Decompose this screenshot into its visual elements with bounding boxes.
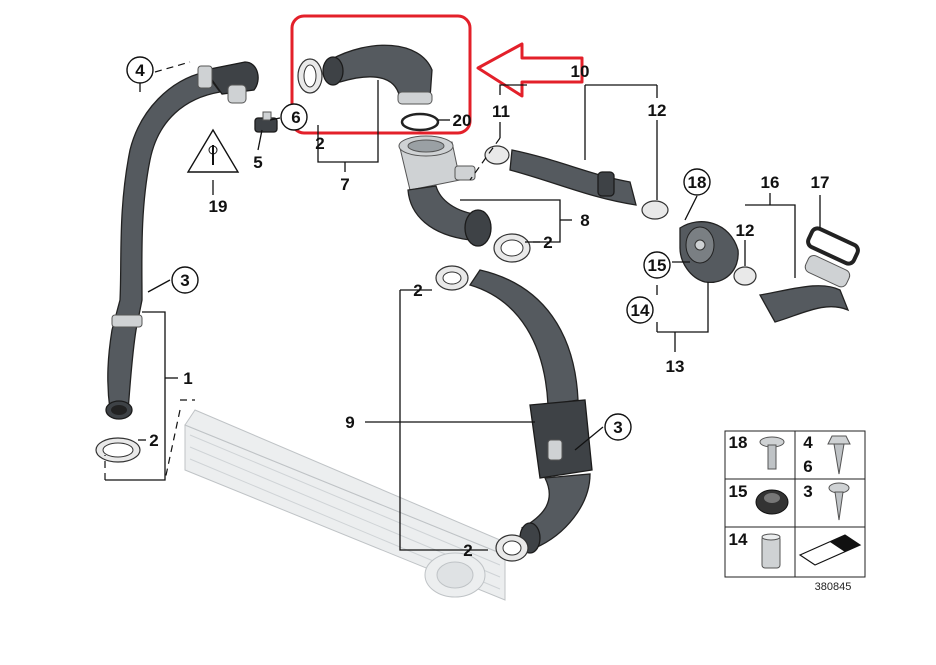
sleeve-icon [761, 533, 781, 569]
callout-10: 10 [571, 62, 590, 81]
leader-lines [104, 61, 821, 551]
callout-12-upper: 12 [648, 101, 667, 120]
legend-15: 15 [729, 482, 748, 501]
charge-air-hose-upper [297, 44, 440, 132]
highlight-box [290, 14, 472, 135]
legend-6: 6 [803, 457, 812, 476]
intercooler [184, 409, 506, 601]
callout-12-right: 12 [736, 221, 755, 240]
callout-3-upper: 3 [180, 271, 189, 290]
resonator-hose [733, 255, 851, 323]
grommet-icon [755, 489, 789, 515]
screw-icon [827, 435, 851, 475]
callout-2-left: 2 [149, 431, 158, 450]
valve-assembly [679, 221, 739, 283]
legend-3: 3 [803, 482, 812, 501]
callout-2-center: 2 [413, 281, 422, 300]
callout-2-top: 2 [315, 134, 324, 153]
hardware-legend: 18 4 6 15 3 14 [724, 430, 866, 578]
callout-18: 18 [688, 173, 707, 192]
callout-19: 19 [209, 197, 228, 216]
callout-17: 17 [811, 173, 830, 192]
highlight-arrow [476, 42, 584, 98]
callout-8: 8 [580, 211, 589, 230]
callout-circles [126, 56, 711, 441]
callout-2-bottom: 2 [463, 541, 472, 560]
legend-4: 4 [803, 433, 813, 452]
callout-7: 7 [340, 175, 349, 194]
legend-18: 18 [729, 433, 748, 452]
clamp-lower-left [95, 437, 141, 463]
catalog-number: 380845 [815, 581, 852, 593]
callout-4: 4 [135, 61, 145, 80]
callout-16: 16 [761, 173, 780, 192]
callout-6: 6 [291, 108, 300, 127]
callout-15: 15 [648, 256, 667, 275]
self-tapping-screw-icon [828, 482, 850, 521]
legend-14: 14 [729, 530, 748, 549]
callout-3-lower: 3 [613, 418, 622, 437]
bolt-icon [759, 436, 785, 470]
throttle-connector [398, 135, 531, 263]
callout-14: 14 [631, 301, 650, 320]
electrical-warning-icon [186, 128, 240, 173]
callout-2-mid: 2 [543, 233, 552, 252]
callout-13: 13 [666, 357, 685, 376]
left-charge-hose [105, 61, 259, 420]
callout-labels: 4 6 5 19 3 1 2 2 7 20 10 11 12 8 2 18 16… [135, 61, 829, 560]
callout-5: 5 [253, 153, 262, 172]
callout-20: 20 [453, 111, 472, 130]
vent-hose [484, 145, 669, 220]
callout-9: 9 [345, 413, 354, 432]
catalog-symbol-icon [798, 534, 862, 566]
callout-11: 11 [492, 102, 510, 121]
callout-1: 1 [183, 369, 192, 388]
center-charge-hose [435, 265, 593, 562]
pressure-sensor [254, 111, 278, 133]
seal-gasket [806, 226, 860, 266]
